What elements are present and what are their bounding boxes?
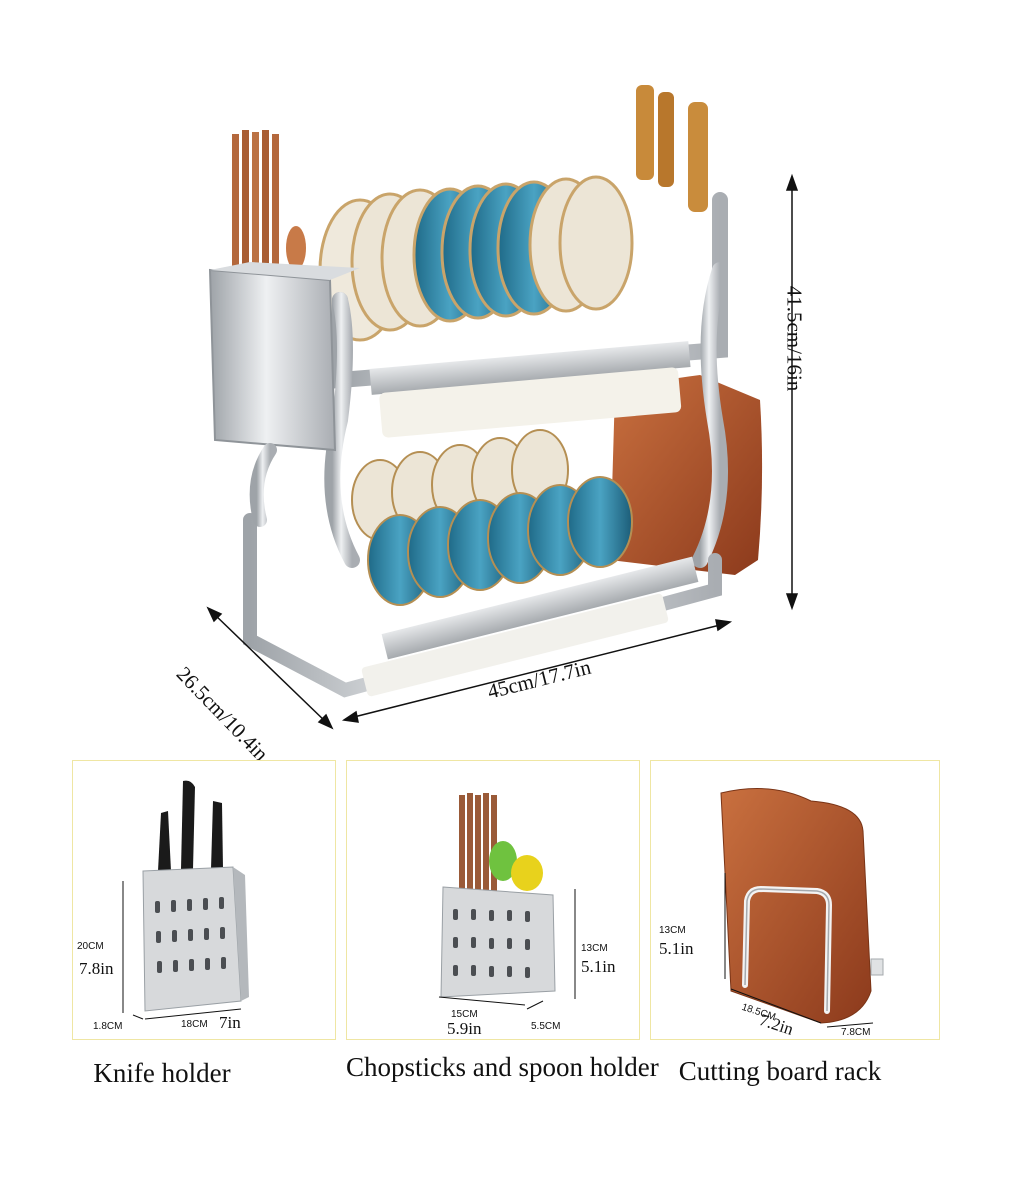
cutting-board-panel: 13CM 5.1in 18.5CM 7.2in 7.8CM (650, 760, 940, 1040)
knife-holder-drawing (122, 780, 249, 1020)
bottom-tier-frame (243, 443, 722, 698)
main-product-illustration: 41.5cm/16in 26.5cm/10.4in 45cm/17.7in (172, 85, 807, 766)
dimension-lines (206, 173, 799, 730)
rack-chopsticks (232, 130, 306, 285)
cutting-board-depth-cm: 7.8CM (841, 1027, 871, 1038)
rack-cutting-board (610, 375, 763, 575)
chopsticks-height-in: 5.1in (581, 957, 616, 976)
chopsticks-holder-caption: Chopsticks and spoon holder (346, 1052, 659, 1082)
chopsticks-holder-panel: 13CM 5.1in 15CM 5.9in 5.5CM (346, 760, 640, 1040)
top-plates (318, 175, 634, 342)
bottom-bowls (351, 429, 633, 606)
rack-knives (636, 85, 708, 212)
knife-width-in: 7in (219, 1013, 241, 1032)
cutting-board-caption: Cutting board rack (678, 1056, 882, 1086)
chopsticks-width-in: 5.9in (447, 1019, 482, 1038)
cutting-board-drawing (720, 788, 884, 1028)
dish-rack-drawing (206, 85, 799, 730)
cutting-board-height-cm: 13CM (659, 925, 686, 936)
knife-height-in: 7.8in (79, 959, 114, 978)
knife-holder-panel: 20CM 7.8in 1.8CM 18CM 7in (72, 760, 336, 1040)
knife-depth-cm: 1.8CM (93, 1021, 123, 1032)
rack-utensil-cup (208, 262, 360, 452)
knife-holder-caption: Knife holder (93, 1058, 231, 1088)
knife-width-cm: 18CM (181, 1019, 208, 1030)
chopsticks-height-cm: 13CM (581, 943, 608, 954)
chopsticks-holder-drawing (438, 793, 576, 1010)
knife-height-cm: 20CM (77, 941, 104, 952)
height-dimension-label: 41.5cm/16in (782, 285, 807, 392)
cutting-board-height-in: 5.1in (659, 939, 694, 958)
chopsticks-depth-cm: 5.5CM (531, 1021, 561, 1032)
chopsticks-width-cm: 15CM (451, 1009, 478, 1020)
